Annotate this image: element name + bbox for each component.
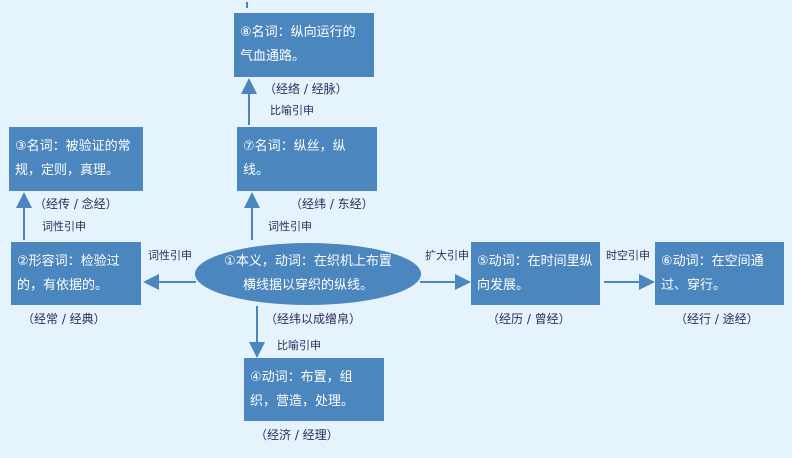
edge-label-1-5: 扩大引申 <box>425 249 469 262</box>
node-6: ⑥动词：在空间通过、穿行。 <box>661 253 764 293</box>
edge-label-1-4: 比喻引申 <box>277 339 321 352</box>
example-4: （经济 / 经理） <box>255 428 339 442</box>
node-3: ③名词：被验证的常规，定则，真理。 <box>15 139 131 178</box>
example-2: （经常 / 经典） <box>22 312 106 326</box>
node-4: ④动词：布置，组织，营造，处理。 <box>250 369 355 409</box>
node-8-box: ⑧名词：纵向运行的气血通路。 <box>234 13 374 77</box>
example-6: （经行 / 途经） <box>675 312 759 326</box>
node-7: ⑦名词：纵丝，纵线。 <box>243 139 346 178</box>
node-6-box: ⑥动词：在空间通过、穿行。 <box>655 242 784 305</box>
example-5: （经历 / 曾经） <box>487 312 571 326</box>
node-8: ⑧名词：纵向运行的气血通路。 <box>240 25 356 64</box>
node-2: ②形容词：检验过的，有依据的。 <box>17 253 120 293</box>
edge-label-2-3: 词性引申 <box>42 220 86 233</box>
node-2-box: ②形容词：检验过的，有依据的。 <box>11 242 141 305</box>
edge-label-5-6: 时空引申 <box>606 249 650 262</box>
example-1: （经纬以成缯帛） <box>265 312 362 326</box>
example-3: （经传 / 念经） <box>34 197 118 211</box>
node-1: ①本义，动词：在织机上布置横线据以穿织的纵线。 <box>195 243 421 305</box>
example-8: （经络 / 经脉） <box>264 82 348 96</box>
edge-label-1-7: 词性引申 <box>268 220 312 233</box>
example-7: （经纬 / 东经） <box>290 197 374 211</box>
node-5-box: ⑤动词：在时间里纵向发展。 <box>471 242 600 305</box>
node-4-box: ④动词：布置，组织，营造，处理。 <box>244 358 384 421</box>
node-3-box: ③名词：被验证的常规，定则，真理。 <box>9 127 143 191</box>
node-7-box: ⑦名词：纵丝，纵线。 <box>237 127 377 191</box>
edge-label-7-8: 比喻引申 <box>270 104 314 117</box>
edge-label-1-2: 词性引申 <box>148 249 192 262</box>
node-5: ⑤动词：在时间里纵向发展。 <box>477 253 593 293</box>
